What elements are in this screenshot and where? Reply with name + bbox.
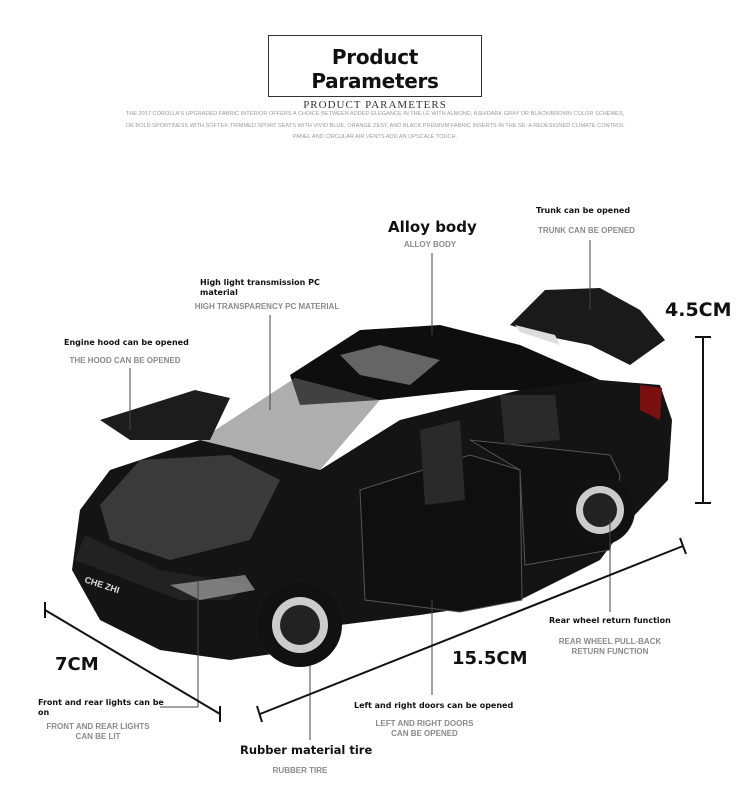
page-subtitle: PRODUCT PARAMETERS [303,99,447,111]
lights-label-line2: on [38,708,50,717]
rear-wheel-sub-line1: REAR WHEEL PULL-BACK [558,637,662,646]
lights-sub-line2: CAN BE LIT [75,732,121,741]
leader-lines [129,240,611,740]
alloy-sub: ALLOY BODY [403,240,457,249]
length-dimension: 15.5CM [452,648,528,669]
lights-label-line1: Front and rear lights can be [38,698,164,707]
intro-line: PANEL AND CIRCULAR AIR VENTS ADD AN UPSC… [292,134,458,140]
doors-sub-line2: CAN BE OPENED [391,729,458,738]
lights-sub-line1: FRONT AND REAR LIGHTS [46,722,150,731]
dimension-lines [44,336,711,723]
alloy-label: Alloy body [388,218,477,236]
intro-text: THE 2017 COROLLA'S UPGRADED FABRIC INTER… [110,109,640,144]
doors-sub-line1: LEFT AND RIGHT DOORS [375,719,474,728]
trunk-label: Trunk can be opened [536,206,631,215]
height-dimension: 4.5CM [665,299,732,321]
rear-wheel-label: Rear wheel return function [549,616,671,625]
pc-label-line2: material [200,288,238,297]
hood-label: Engine hood can be opened [64,338,189,347]
tire-label: Rubber material tire [240,743,373,757]
hood-sub: THE HOOD CAN BE OPENED [69,356,181,365]
page-title: Product Parameters [311,45,439,93]
toy-car [72,288,672,667]
rear-wheel-sub-line2: RETURN FUNCTION [571,647,649,656]
trunk-sub: TRUNK CAN BE OPENED [538,226,635,235]
doors-label: Left and right doors can be opened [354,701,514,710]
tire-sub: RUBBER TIRE [272,766,328,775]
pc-label-line1: High light transmission PC [200,278,320,287]
pc-sub: HIGH TRANSPARENCY PC MATERIAL [194,302,340,311]
intro-line: OR BOLD SPORTINESS WITH SOFTEX-TRIMMED S… [125,122,625,129]
intro-line: THE 2017 COROLLA'S UPGRADED FABRIC INTER… [125,111,625,117]
title-box: Product Parameters PRODUCT PARAMETERS [268,35,482,111]
width-dimension: 7CM [55,654,99,675]
